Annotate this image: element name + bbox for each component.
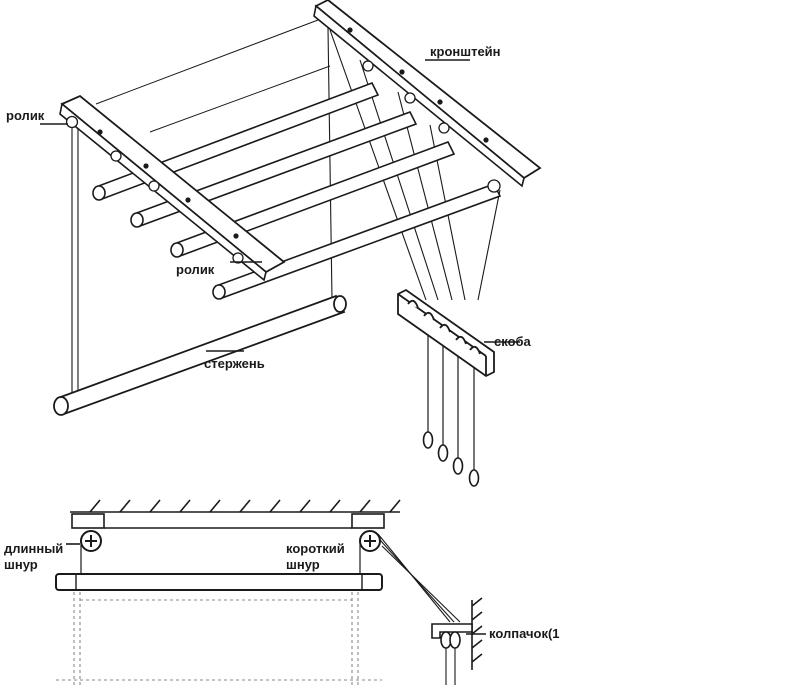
bracket-right <box>313 0 542 193</box>
hook-plate <box>397 288 495 378</box>
cord-loop <box>437 444 449 462</box>
cord-loop <box>422 431 434 449</box>
label-long-cord-2: шнур <box>4 557 38 572</box>
label-hook-plate: скоба <box>494 334 532 349</box>
cord-ends <box>422 330 480 487</box>
schematic-view: длинный шнур короткий шнур колпачок(1 <box>4 499 560 685</box>
label-cap: колпачок(1 <box>489 626 560 641</box>
schematic-rod <box>55 573 383 591</box>
pulley-plus-icon <box>359 530 381 552</box>
label-long-cord-1: длинный <box>4 541 63 556</box>
linen-outline <box>56 592 382 685</box>
label-short-cord-2: шнур <box>286 557 320 572</box>
drying-rod <box>170 140 456 258</box>
isometric-view: кронштейн ролик ролик стержень скоба <box>6 0 542 487</box>
pulley-plus-icon <box>80 530 102 552</box>
label-rod: стержень <box>204 356 265 371</box>
drying-rod <box>212 183 502 300</box>
label-bracket: кронштейн <box>430 44 501 59</box>
label-roller-top: ролик <box>6 108 45 123</box>
label-short-cord-1: короткий <box>286 541 345 556</box>
loose-rod <box>53 294 347 416</box>
cord-loop <box>468 469 480 487</box>
label-roller-mid: ролик <box>176 262 215 277</box>
cap-cleat <box>431 623 473 685</box>
bracket-left <box>59 94 286 282</box>
label-arrows <box>40 59 520 352</box>
ceiling <box>70 499 401 513</box>
wall <box>471 597 483 670</box>
cord-loop <box>452 457 464 475</box>
